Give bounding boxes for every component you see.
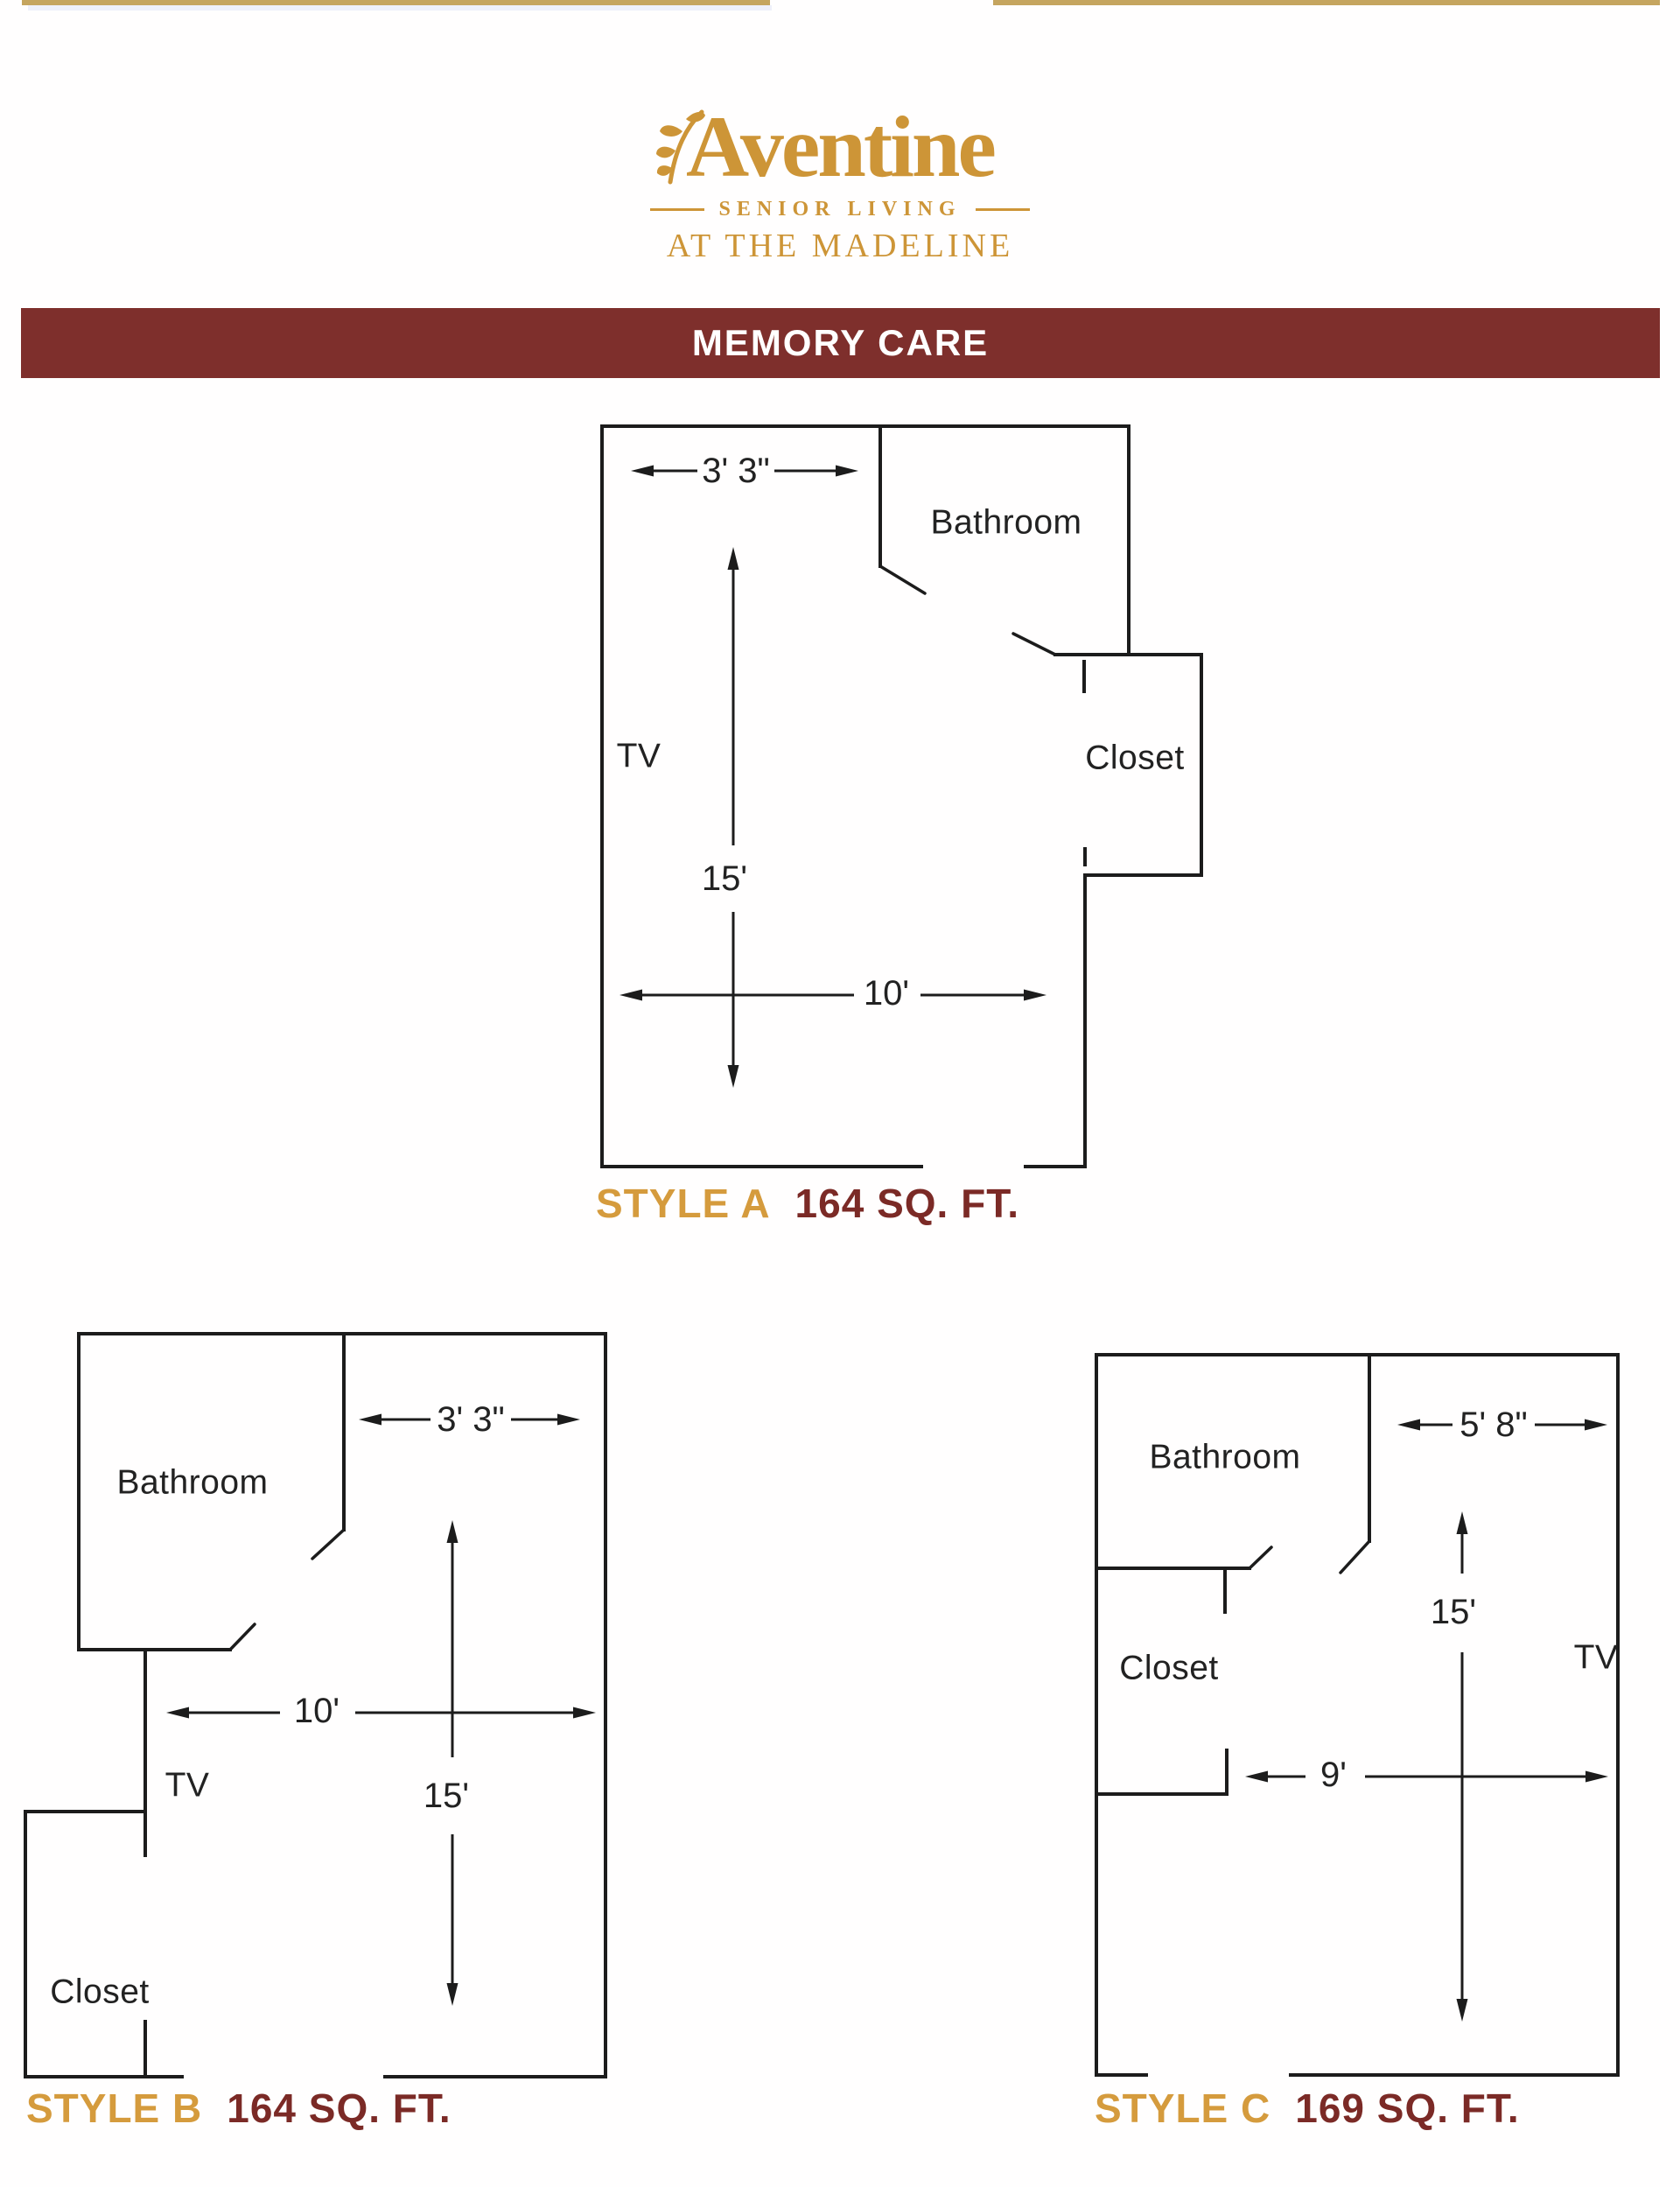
arrow-left-icon (166, 1707, 189, 1719)
top-bar-right (993, 0, 1660, 5)
arrow-left-icon (1245, 1770, 1268, 1783)
style-c-bathroom-label: Bathroom (1149, 1439, 1300, 1476)
tagline-rule-left (650, 208, 705, 211)
style-a-closet-label: Closet (1085, 740, 1185, 777)
style-c-area: 169 SQ. FT. (1295, 2085, 1520, 2131)
leaf-icon (656, 109, 706, 185)
arrow-left-icon (359, 1413, 382, 1426)
arrow-left-icon (631, 465, 654, 477)
style-b-name: STYLE B (26, 2085, 203, 2131)
style-a-dim-height: 15' (702, 859, 747, 898)
logo-wordmark: Aventine (656, 103, 997, 191)
style-b-dimension-lines (189, 1418, 573, 1983)
arrow-right-icon (1586, 1770, 1608, 1783)
style-c-dim-top-width: 5' 8" (1460, 1405, 1527, 1444)
arrow-up-icon (727, 547, 739, 570)
arrow-right-icon (836, 465, 858, 477)
style-c-walls (1095, 1353, 1620, 2077)
arrow-right-icon (557, 1413, 580, 1426)
style-c-closet-label: Closet (1119, 1650, 1219, 1687)
style-c-name: STYLE C (1095, 2085, 1271, 2131)
style-c-dim-height: 15' (1431, 1593, 1476, 1631)
arrow-down-icon (727, 1065, 739, 1088)
style-b-dim-height: 15' (424, 1777, 469, 1815)
arrow-down-icon (1456, 1999, 1468, 2022)
floor-plan-style-c: 5' 8" 15' 9' Bathroom Closet TV (1095, 1353, 1620, 2077)
tagline-rule-right (975, 208, 1030, 211)
logo: Aventine SENIOR LIVING AT THE MADELINE (0, 103, 1680, 265)
floor-plan-style-b: 3' 3" 10' 15' Bathroom TV Closet (24, 1332, 607, 2078)
style-b-bathroom-label: Bathroom (116, 1464, 268, 1502)
style-a-caption: STYLE A 164 SQ. FT. (596, 1183, 1019, 1223)
style-c-dim-width: 9' (1320, 1756, 1347, 1794)
style-a-tv-label: TV (617, 738, 662, 775)
arrow-right-icon (1024, 989, 1046, 1001)
style-b-door-swings (228, 1528, 346, 1651)
arrow-left-icon (1397, 1419, 1420, 1431)
arrow-left-icon (620, 989, 642, 1001)
logo-location: AT THE MADELINE (666, 228, 1014, 264)
style-a-door-swings (878, 564, 1057, 656)
style-a-dimension-lines (642, 469, 1024, 1065)
style-b-tv-label: TV (165, 1767, 210, 1805)
style-b-caption: STYLE B 164 SQ. FT. (26, 2088, 452, 2128)
arrow-right-icon (573, 1707, 596, 1719)
style-b-walls (24, 1332, 607, 2078)
arrow-up-icon (1456, 1511, 1468, 1534)
logo-tagline: SENIOR LIVING (718, 198, 962, 221)
arrow-up-icon (446, 1520, 458, 1543)
style-b-dim-width: 10' (294, 1692, 340, 1730)
style-c-caption: STYLE C 169 SQ. FT. (1095, 2088, 1520, 2128)
style-a-dim-top-width: 3' 3" (702, 452, 769, 490)
logo-tagline-row: SENIOR LIVING (0, 198, 1680, 221)
style-a-dim-width: 10' (864, 974, 909, 1013)
style-b-closet-label: Closet (50, 1973, 150, 2011)
style-a-bathroom-label: Bathroom (930, 504, 1082, 542)
banner-title: MEMORY CARE (691, 322, 990, 363)
top-bar-left-shadow (28, 5, 772, 11)
style-c-dimension-lines (1268, 1423, 1586, 1999)
arrow-right-icon (1585, 1419, 1607, 1431)
logo-name-text: Aventine (686, 98, 997, 195)
style-c-tv-label: TV (1574, 1639, 1619, 1677)
style-c-door-swings (1248, 1539, 1371, 1574)
style-b-dim-top-width: 3' 3" (437, 1400, 504, 1439)
top-bar-left (22, 0, 770, 5)
style-a-area: 164 SQ. FT. (794, 1181, 1019, 1226)
style-a-name: STYLE A (596, 1181, 771, 1226)
floor-plan-style-a: 3' 3" 15' 10' Bathroom TV Closet (600, 424, 1203, 1168)
style-a-walls (600, 424, 1203, 1168)
style-b-area: 164 SQ. FT. (227, 2085, 452, 2131)
arrow-down-icon (446, 1983, 458, 2006)
memory-care-banner: MEMORY CARE (21, 308, 1660, 378)
